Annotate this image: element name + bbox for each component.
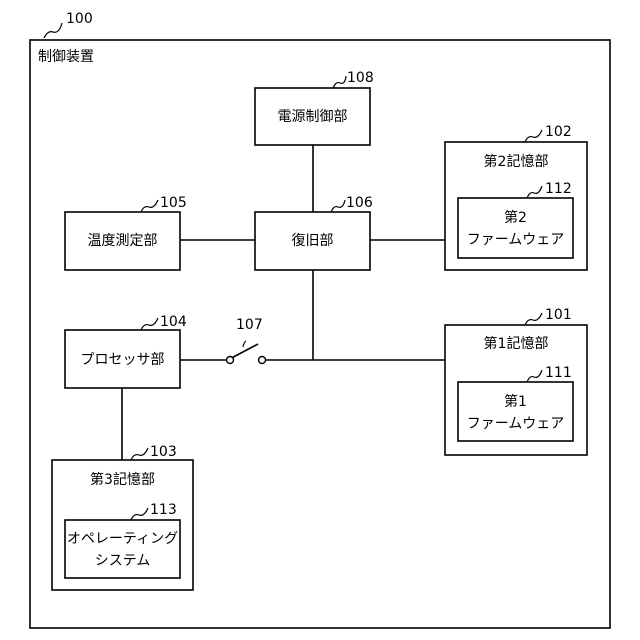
leader-100 [44, 23, 62, 38]
firmware2-line1: 第2 [504, 209, 527, 226]
firmware2-line2: ファームウェア [467, 232, 565, 248]
ref-103: 103 [150, 444, 177, 460]
ref-112: 112 [545, 181, 572, 197]
switch-contact-left [227, 357, 234, 364]
ref-104: 104 [160, 314, 187, 330]
firmware1-line2: ファームウェア [467, 416, 565, 432]
ref-111: 111 [545, 365, 572, 381]
firmware1-block [458, 382, 573, 441]
switch-contact-right [259, 357, 266, 364]
firmware1-line1: 第1 [504, 393, 527, 410]
ref-113: 113 [150, 502, 177, 518]
recovery-label: 復旧部 [292, 232, 334, 249]
storage1-label: 第1記憶部 [484, 335, 549, 352]
power-control-label: 電源制御部 [278, 109, 348, 125]
storage3-label: 第3記憶部 [90, 471, 155, 488]
processor-label: プロセッサ部 [81, 352, 165, 368]
storage2-label: 第2記憶部 [484, 153, 549, 170]
os-line1: オペレーティング [67, 531, 178, 547]
device-label: 制御装置 [38, 49, 94, 65]
firmware2-block [458, 198, 573, 258]
ref-102: 102 [545, 124, 572, 140]
temperature-label: 温度測定部 [88, 233, 158, 249]
reference-label-100: 100 [66, 11, 93, 27]
ref-107: 107 [236, 317, 263, 333]
os-line2: システム [95, 553, 151, 569]
os-block [65, 520, 180, 578]
ref-106: 106 [346, 195, 373, 211]
ref-105: 105 [160, 195, 187, 211]
ref-101: 101 [545, 307, 572, 323]
ref-108: 108 [347, 70, 374, 86]
